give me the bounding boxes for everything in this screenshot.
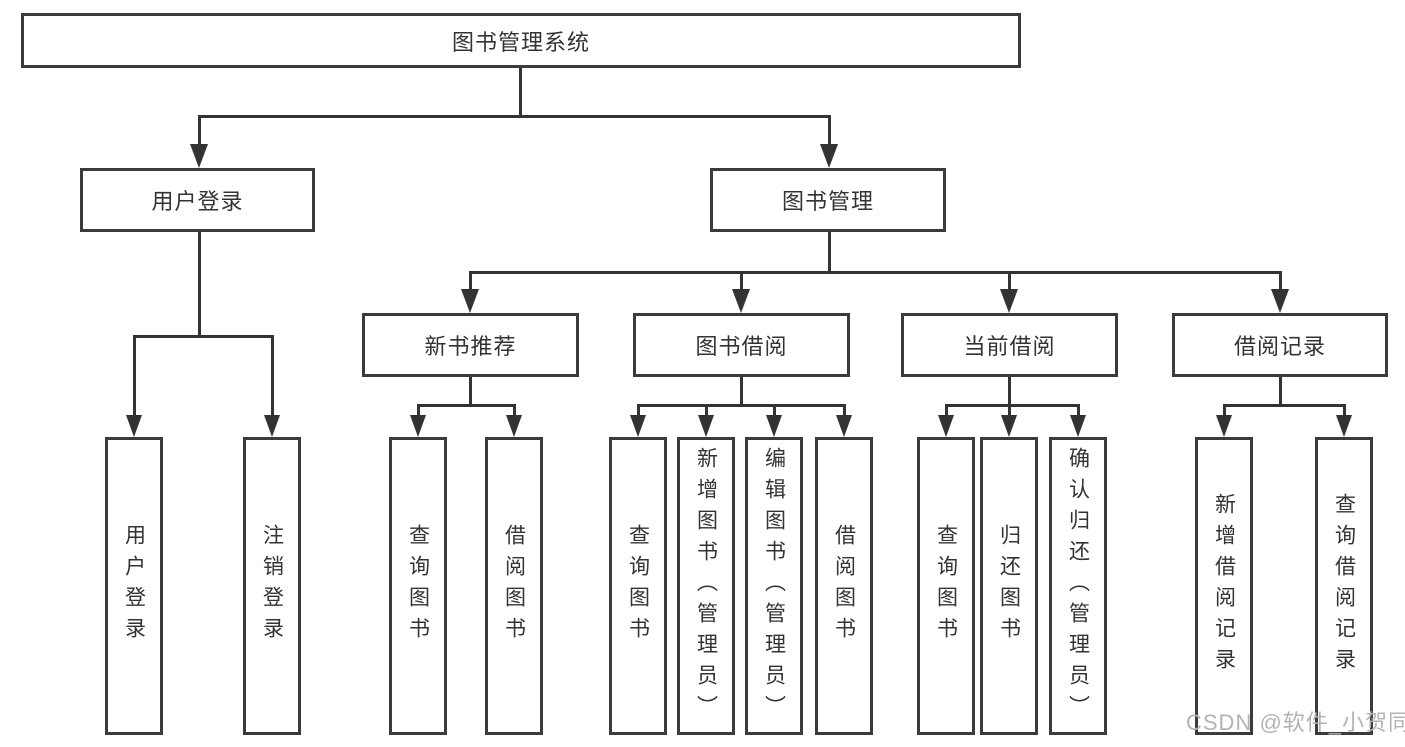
connector-g5-drop-2 (1343, 404, 1346, 418)
leaf-borrow-books-label: 借阅图书 (832, 524, 856, 648)
node-root-label: 图书管理系统 (451, 29, 590, 55)
node-current-borrow: 当前借阅 (901, 313, 1118, 377)
connector-g1-drop-1 (133, 335, 136, 415)
arrow-down-icon (766, 415, 782, 437)
arrow-down-icon (938, 415, 954, 437)
leaf-add-borrow-record-label: 新增借阅记录 (1212, 493, 1236, 679)
connector-g3-drop-2 (705, 404, 708, 418)
connector-g1-drop-2 (271, 335, 274, 415)
leaf-add-books-admin-label: 新增图书（管理员） (694, 446, 718, 726)
arrow-down-icon (836, 415, 852, 437)
connector-user-login-stem (198, 230, 201, 338)
connector-g4-drop-1 (945, 404, 948, 418)
connector-g2-stem (469, 375, 472, 407)
connector-g2-drop-1 (417, 404, 420, 418)
connector-g3-drop-1 (637, 404, 640, 418)
leaf-logout-label: 注销登录 (260, 524, 284, 648)
connector-drop-user-login (198, 115, 201, 147)
connector-g2-drop-2 (513, 404, 516, 418)
connector-g3-drop-3 (773, 404, 776, 418)
arrow-down-icon (126, 415, 142, 437)
arrow-down-icon (732, 289, 750, 313)
connector-drop-current-borrow (1008, 271, 1011, 291)
arrow-down-icon (1070, 415, 1086, 437)
leaf-query-books-current-label: 查询图书 (934, 524, 958, 648)
connector-g5-stem (1279, 375, 1282, 407)
arrow-down-icon (698, 415, 714, 437)
connector-g3-drop-4 (843, 404, 846, 418)
node-current-borrow-label: 当前借阅 (963, 334, 1056, 359)
arrow-down-icon (190, 144, 208, 168)
leaf-confirm-return-admin: 确认归还（管理员） (1049, 437, 1107, 735)
node-book-management-label: 图书管理 (781, 189, 874, 214)
connector-g5-drop-1 (1223, 404, 1226, 418)
leaf-edit-books-admin: 编辑图书（管理员） (745, 437, 803, 735)
leaf-confirm-return-admin-label: 确认归还（管理员） (1066, 446, 1090, 726)
leaf-borrow-books-recommend: 借阅图书 (485, 437, 543, 735)
leaf-edit-books-admin-label: 编辑图书（管理员） (762, 446, 786, 726)
leaf-query-books-current: 查询图书 (917, 437, 975, 735)
node-new-book-recommend-label: 新书推荐 (424, 334, 517, 359)
arrow-down-icon (1336, 415, 1352, 437)
connector-drop-book-borrow (740, 271, 743, 291)
node-root: 图书管理系统 (21, 13, 1021, 68)
arrow-down-icon (820, 144, 838, 168)
arrow-down-icon (1000, 289, 1018, 313)
leaf-query-borrow-record-label: 查询借阅记录 (1332, 493, 1356, 679)
connector-g1-branch (133, 335, 274, 338)
leaf-borrow-books: 借阅图书 (815, 437, 873, 735)
connector-g4-stem (1008, 375, 1011, 407)
leaf-query-borrow-record: 查询借阅记录 (1315, 437, 1373, 735)
arrow-down-icon (1271, 289, 1289, 313)
leaf-return-books: 归还图书 (980, 437, 1038, 735)
leaf-borrow-books-recommend-label: 借阅图书 (502, 524, 526, 648)
arrow-down-icon (1001, 415, 1017, 437)
connector-g5-branch (1223, 404, 1345, 407)
connector-drop-new-books (469, 271, 472, 291)
connector-g4-drop-3 (1077, 404, 1080, 418)
connector-g3-branch (637, 404, 845, 407)
node-book-borrow-label: 图书借阅 (695, 334, 788, 359)
node-borrow-records: 借阅记录 (1172, 313, 1388, 377)
leaf-query-books-recommend-label: 查询图书 (406, 524, 430, 648)
leaf-return-books-label: 归还图书 (997, 524, 1021, 648)
leaf-query-books-borrow-label: 查询图书 (626, 524, 650, 648)
leaf-add-books-admin: 新增图书（管理员） (677, 437, 735, 735)
connector-root-stem (519, 66, 522, 118)
arrow-down-icon (410, 415, 426, 437)
watermark-text: CSDN @软件_小贺同学 (1186, 710, 1405, 735)
connector-g4-branch (945, 404, 1079, 407)
leaf-query-books-borrow: 查询图书 (609, 437, 667, 735)
arrow-down-icon (461, 289, 479, 313)
node-book-management: 图书管理 (710, 168, 946, 232)
node-new-book-recommend: 新书推荐 (362, 313, 579, 377)
connector-level3-branch (469, 271, 1282, 274)
node-user-login-label: 用户登录 (151, 189, 244, 214)
arrow-down-icon (506, 415, 522, 437)
leaf-user-login: 用户登录 (105, 437, 163, 735)
node-user-login: 用户登录 (80, 168, 315, 232)
connector-g4-drop-2 (1008, 404, 1011, 418)
connector-g2-branch (417, 404, 516, 407)
leaf-add-borrow-record: 新增借阅记录 (1195, 437, 1253, 735)
arrow-down-icon (1216, 415, 1232, 437)
arrow-down-icon (264, 415, 280, 437)
connector-drop-borrow-records (1279, 271, 1282, 291)
node-borrow-records-label: 借阅记录 (1233, 334, 1326, 359)
arrow-down-icon (630, 415, 646, 437)
leaf-query-books-recommend: 查询图书 (389, 437, 447, 735)
node-book-borrow: 图书借阅 (633, 313, 850, 377)
connector-g3-stem (740, 375, 743, 407)
leaf-logout: 注销登录 (243, 437, 301, 735)
connector-drop-book-mgmt (828, 115, 831, 147)
connector-book-mgmt-stem (828, 230, 831, 274)
leaf-user-login-label: 用户登录 (122, 524, 146, 648)
connector-level2-branch (198, 115, 831, 118)
